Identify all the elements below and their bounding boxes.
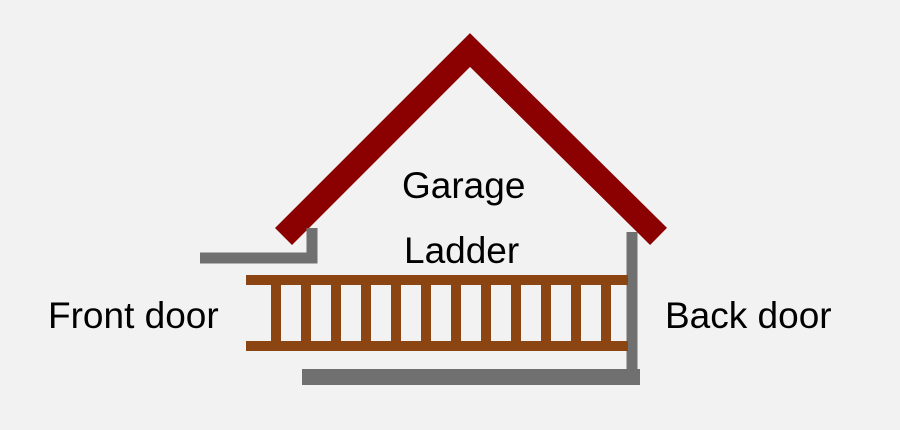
ladder-label: Ladder: [404, 230, 520, 271]
front-wall: [200, 228, 318, 264]
front-door-label: Front door: [48, 295, 219, 336]
garage-label: Garage: [402, 165, 526, 206]
back-door-label: Back door: [665, 295, 832, 336]
ladder-rungs: [271, 280, 611, 346]
ladder: [246, 275, 628, 351]
roof: [275, 33, 667, 245]
